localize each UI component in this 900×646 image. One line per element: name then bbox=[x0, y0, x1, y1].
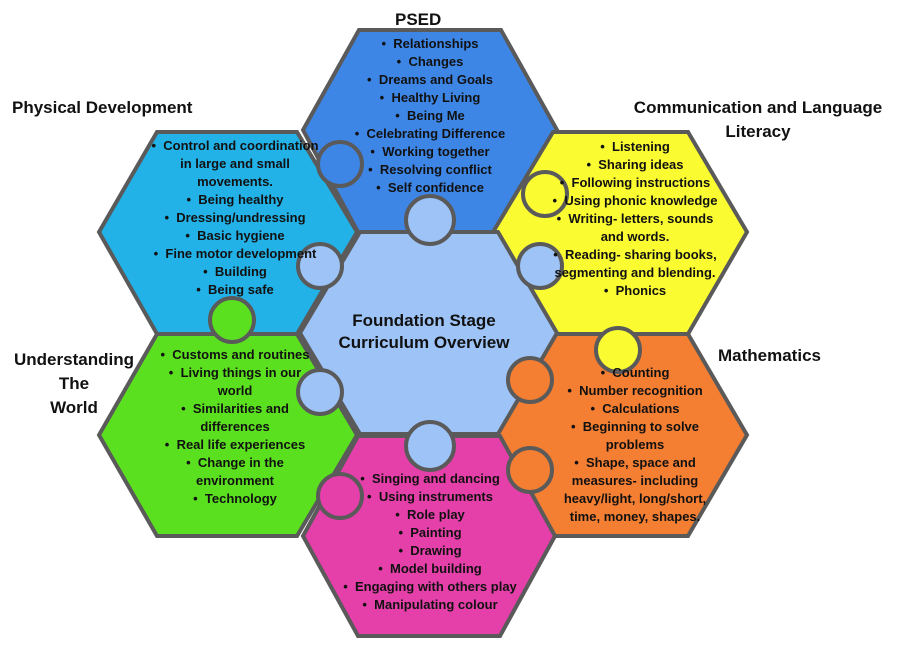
world-item: Similarities and differences bbox=[150, 400, 320, 436]
communication-label-line1: Communication and Language bbox=[633, 98, 883, 117]
center-hexagon bbox=[297, 230, 560, 436]
psed-item: Relationships bbox=[330, 35, 530, 53]
communication-list: ListeningSharing ideasFollowing instruct… bbox=[545, 138, 725, 300]
expressive-item: Manipulating colour bbox=[330, 596, 530, 614]
world-item: Technology bbox=[150, 490, 320, 508]
expressive-list: Singing and dancingUsing instrumentsRole… bbox=[330, 470, 530, 614]
center-title-line2: Curriculum Overview bbox=[338, 333, 510, 352]
physical-item: Control and coordination in large and sm… bbox=[150, 137, 320, 191]
expressive-item: Role play bbox=[330, 506, 530, 524]
communication-item: Reading- sharing books, segmenting and b… bbox=[545, 246, 725, 282]
communication-item: Listening bbox=[545, 138, 725, 156]
psed-item: Resolving conflict bbox=[330, 161, 530, 179]
expressive-item: Model building bbox=[330, 560, 530, 578]
communication-item: Using phonic knowledge bbox=[545, 192, 725, 210]
knob-center-expressive bbox=[404, 420, 456, 472]
mathematics-item: Calculations bbox=[550, 400, 720, 418]
communication-label: Communication and Language Literacy bbox=[630, 96, 886, 144]
psed-item: Working together bbox=[330, 143, 530, 161]
expressive-item: Drawing bbox=[330, 542, 530, 560]
world-list: Customs and routinesLiving things in our… bbox=[150, 346, 320, 508]
physical-item: Fine motor development bbox=[150, 245, 320, 263]
communication-item: Phonics bbox=[545, 282, 725, 300]
world-label-line2: The bbox=[58, 374, 90, 393]
world-item: Living things in our world bbox=[150, 364, 320, 400]
mathematics-item: Beginning to solve problems bbox=[550, 418, 720, 454]
psed-item: Changes bbox=[330, 53, 530, 71]
world-label: Understanding The World bbox=[12, 348, 136, 420]
physical-item: Being healthy bbox=[150, 191, 320, 209]
expressive-item: Using instruments bbox=[330, 488, 530, 506]
world-label-line1: Understanding bbox=[14, 350, 134, 369]
center-title: Foundation Stage Curriculum Overview bbox=[324, 310, 524, 354]
world-item: Real life experiences bbox=[150, 436, 320, 454]
expressive-item: Painting bbox=[330, 524, 530, 542]
psed-label: PSED bbox=[395, 10, 442, 29]
center-title-line1: Foundation Stage bbox=[352, 311, 496, 330]
physical-item: Building bbox=[150, 263, 320, 281]
world-item: Customs and routines bbox=[150, 346, 320, 364]
psed-list: RelationshipsChangesDreams and GoalsHeal… bbox=[330, 35, 530, 197]
world-label-line3: World bbox=[50, 398, 98, 417]
physical-item: Being safe bbox=[150, 281, 320, 299]
knob-physical-world bbox=[208, 296, 256, 344]
mathematics-list: CountingNumber recognitionCalculationsBe… bbox=[550, 364, 720, 526]
expressive-item: Singing and dancing bbox=[330, 470, 530, 488]
psed-item: Being Me bbox=[330, 107, 530, 125]
knob-psed-center bbox=[404, 194, 456, 246]
psed-item: Healthy Living bbox=[330, 89, 530, 107]
communication-item: Writing- letters, sounds and words. bbox=[545, 210, 725, 246]
psed-item: Celebrating Difference bbox=[330, 125, 530, 143]
expressive-item: Engaging with others play bbox=[330, 578, 530, 596]
communication-label-line2: Literacy bbox=[725, 122, 791, 141]
mathematics-item: Counting bbox=[550, 364, 720, 382]
communication-item: Following instructions bbox=[545, 174, 725, 192]
mathematics-item: Number recognition bbox=[550, 382, 720, 400]
physical-list: Control and coordination in large and sm… bbox=[150, 137, 320, 299]
physical-item: Dressing/undressing bbox=[150, 209, 320, 227]
communication-item: Sharing ideas bbox=[545, 156, 725, 174]
knob-math-center bbox=[506, 356, 554, 404]
world-item: Change in the environment bbox=[150, 454, 320, 490]
psed-item: Self confidence bbox=[330, 179, 530, 197]
physical-item: Basic hygiene bbox=[150, 227, 320, 245]
psed-item: Dreams and Goals bbox=[330, 71, 530, 89]
physical-label: Physical Development bbox=[12, 98, 193, 117]
mathematics-item: Shape, space and measures- including hea… bbox=[550, 454, 720, 526]
mathematics-label: Mathematics bbox=[718, 346, 821, 365]
